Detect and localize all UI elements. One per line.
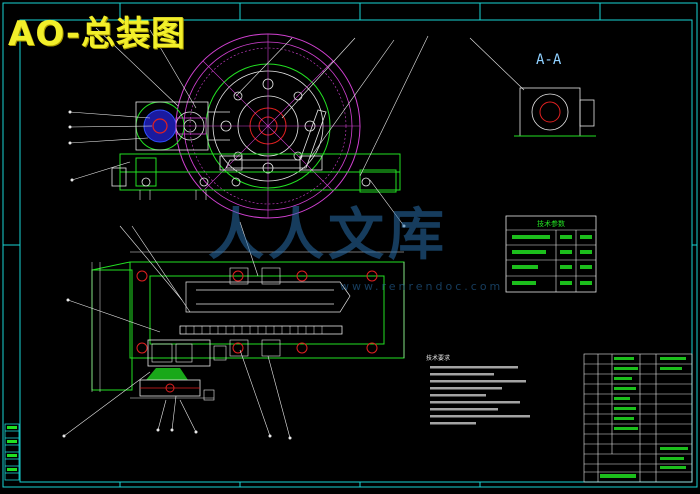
margin-stamp-fill [7, 426, 17, 471]
tech-parameter-table: 技术参数 [505, 215, 597, 293]
technical-notes: 技术要求 [426, 354, 530, 425]
zone-ticks [3, 3, 697, 487]
pulley-spokes [176, 34, 360, 218]
margin-stamp-block [4, 423, 20, 481]
drawing-title: AO-总装图 [8, 14, 186, 54]
title-block-text [600, 357, 688, 478]
rail-channel [185, 281, 351, 313]
watermark-url: www.renrendoc.com [340, 280, 504, 293]
beam-brackets [111, 155, 371, 187]
leader-lines-top [69, 27, 429, 227]
bolt-pads [229, 267, 281, 357]
dimension-lines [91, 251, 405, 399]
title-block [583, 353, 693, 483]
rack-teeth [185, 326, 323, 334]
leader-lines-bottom [63, 221, 291, 439]
leader-dots-bottom [62, 298, 292, 440]
anchor-bolts [136, 270, 378, 354]
watermark-logo-text: 人人文库 [208, 203, 448, 268]
tech-table-header: 技术参数 [537, 219, 565, 228]
notes-title: 技术要求 [426, 354, 450, 362]
inner-frame [19, 19, 693, 483]
rack-strip [179, 325, 343, 335]
section-label-a-a: A-A [536, 52, 562, 68]
feet [139, 190, 207, 200]
section-view-a-a [469, 37, 596, 137]
leader-dots-top [68, 110, 406, 228]
drive-unit [139, 339, 227, 401]
